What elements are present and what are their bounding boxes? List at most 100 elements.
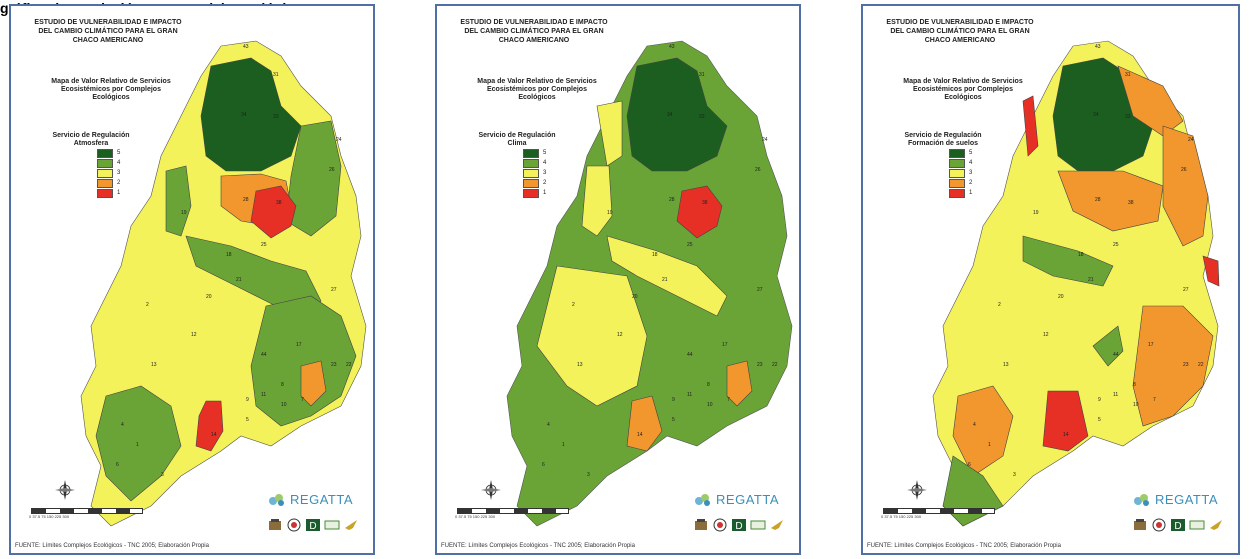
region-number-label: 11	[261, 392, 266, 398]
scale-bar	[457, 508, 569, 514]
map-title-line: DEL CAMBIO CLIMÁTICO PARA EL GRAN	[38, 28, 178, 35]
legend-label: 1	[543, 190, 547, 196]
legend-swatch	[949, 168, 965, 178]
legend-swatch	[97, 158, 113, 168]
region-number-label: 17	[1148, 342, 1154, 348]
region-number-label: 44	[687, 352, 693, 358]
legend-swatch	[949, 188, 965, 198]
legend-swatch	[523, 158, 539, 168]
region-number-label: 44	[261, 352, 267, 358]
region-number-label: 5	[246, 417, 249, 423]
region-number-label: 20	[632, 294, 638, 300]
legend-row: 3	[97, 168, 181, 178]
region-number-label: 13	[1003, 362, 1009, 368]
legend-swatch	[97, 148, 113, 158]
region-number-label: 13	[577, 362, 583, 368]
region-number-label: 31	[1125, 72, 1131, 78]
d-logo-icon: D	[1171, 519, 1185, 532]
region-number-label: 6	[542, 462, 545, 468]
region-number-label: 7	[1153, 397, 1156, 403]
svg-text:D: D	[309, 521, 316, 532]
region-number-label: 13	[151, 362, 157, 368]
bird-logo-icon	[345, 520, 357, 530]
region-number-label: 21	[662, 277, 668, 283]
region-number-label: 34	[241, 112, 247, 118]
legend-row: 5	[949, 148, 1033, 158]
scale-bar	[31, 508, 143, 514]
legend-label: 5	[969, 150, 973, 156]
region-number-label: 34	[1093, 112, 1099, 118]
legend-label: 2	[117, 180, 121, 186]
region-number-label: 21	[236, 277, 242, 283]
region-number-label: 28	[1095, 197, 1101, 203]
region-number-label: 3	[1013, 472, 1016, 478]
partner-logo-icon	[750, 520, 766, 530]
region-number-label: 14	[637, 432, 643, 438]
region-number-label: 22	[1198, 362, 1204, 368]
region-number-label: 22	[772, 362, 778, 368]
region-number-label: 10	[281, 402, 287, 408]
legend-swatch	[523, 148, 539, 158]
regatta-text: REGATTA	[290, 492, 353, 507]
legend-row: 1	[523, 188, 607, 198]
map-title: ESTUDIO DE VULNERABILIDAD E IMPACTO DEL …	[33, 18, 183, 45]
region-number-label: 2	[146, 302, 149, 308]
legend-label: 3	[117, 170, 121, 176]
legend-swatch	[97, 188, 113, 198]
legend-label: 2	[543, 180, 547, 186]
scale-labels: 0 37.5 75 150 225 300	[881, 514, 922, 519]
legend-swatch	[949, 178, 965, 188]
region-number-label: 10	[707, 402, 713, 408]
region-number-label: 43	[1095, 44, 1101, 50]
legend-label: 1	[969, 190, 973, 196]
north-arrow-compass-icon	[481, 480, 501, 500]
region-number-label: 8	[1133, 382, 1136, 388]
legend-row: 1	[949, 188, 1033, 198]
legend-swatch	[523, 178, 539, 188]
legend-service: Formación de suelos	[907, 140, 979, 147]
region-number-label: 31	[699, 72, 705, 78]
region-number-label: 24	[1188, 137, 1194, 143]
map-subtitle: Mapa de Valor Relativo de Servicios Ecos…	[873, 78, 1053, 102]
legend-row: 5	[523, 148, 607, 158]
regatta-logo: REGATTA	[1133, 492, 1218, 507]
map-subtitle: Mapa de Valor Relativo de Servicios Ecos…	[447, 78, 627, 102]
region-number-label: 11	[687, 392, 692, 398]
region-number-label: 14	[1063, 432, 1069, 438]
region-number-label: 10	[1133, 402, 1139, 408]
region-number-label: 12	[191, 332, 197, 338]
legend-label: 5	[117, 150, 121, 156]
region-number-label: 44	[1113, 352, 1119, 358]
legend-row: 3	[523, 168, 607, 178]
region-number-label: 23	[1183, 362, 1189, 368]
map-title-line: CHACO AMERICANO	[498, 37, 570, 44]
legend-label: 5	[543, 150, 547, 156]
legend-row: 1	[97, 188, 181, 198]
legend-swatch	[97, 178, 113, 188]
region-number-label: 18	[226, 252, 232, 258]
partner-logos: D	[267, 518, 359, 532]
source-note: FUENTE: Límites Complejos Ecológicos - T…	[15, 543, 209, 549]
region-number-label: 25	[1113, 242, 1119, 248]
source-note: FUENTE: Límites Complejos Ecológicos - T…	[441, 543, 635, 549]
map-title-line: DEL CAMBIO CLIMÁTICO PARA EL GRAN	[890, 28, 1030, 35]
legend-swatch	[523, 168, 539, 178]
region-number-label: 19	[181, 210, 187, 216]
region-number-label: 38	[702, 200, 708, 206]
region-number-label: 4	[547, 422, 550, 428]
partner-logos: D	[693, 518, 785, 532]
seal-logo-icon	[713, 518, 727, 532]
region-number-label: 3	[587, 472, 590, 478]
region-number-label: 11	[1113, 392, 1118, 398]
region-number-label: 2	[998, 302, 1001, 308]
legend-row: 5	[97, 148, 181, 158]
region-number-label: 1	[136, 442, 139, 448]
legend-swatch	[949, 148, 965, 158]
d-logo-icon: D	[732, 519, 746, 532]
legend-swatch	[949, 158, 965, 168]
region-number-label: 7	[301, 397, 304, 403]
region-number-label: 25	[687, 242, 693, 248]
region-number-label: 25	[261, 242, 267, 248]
legend-row: 2	[523, 178, 607, 188]
